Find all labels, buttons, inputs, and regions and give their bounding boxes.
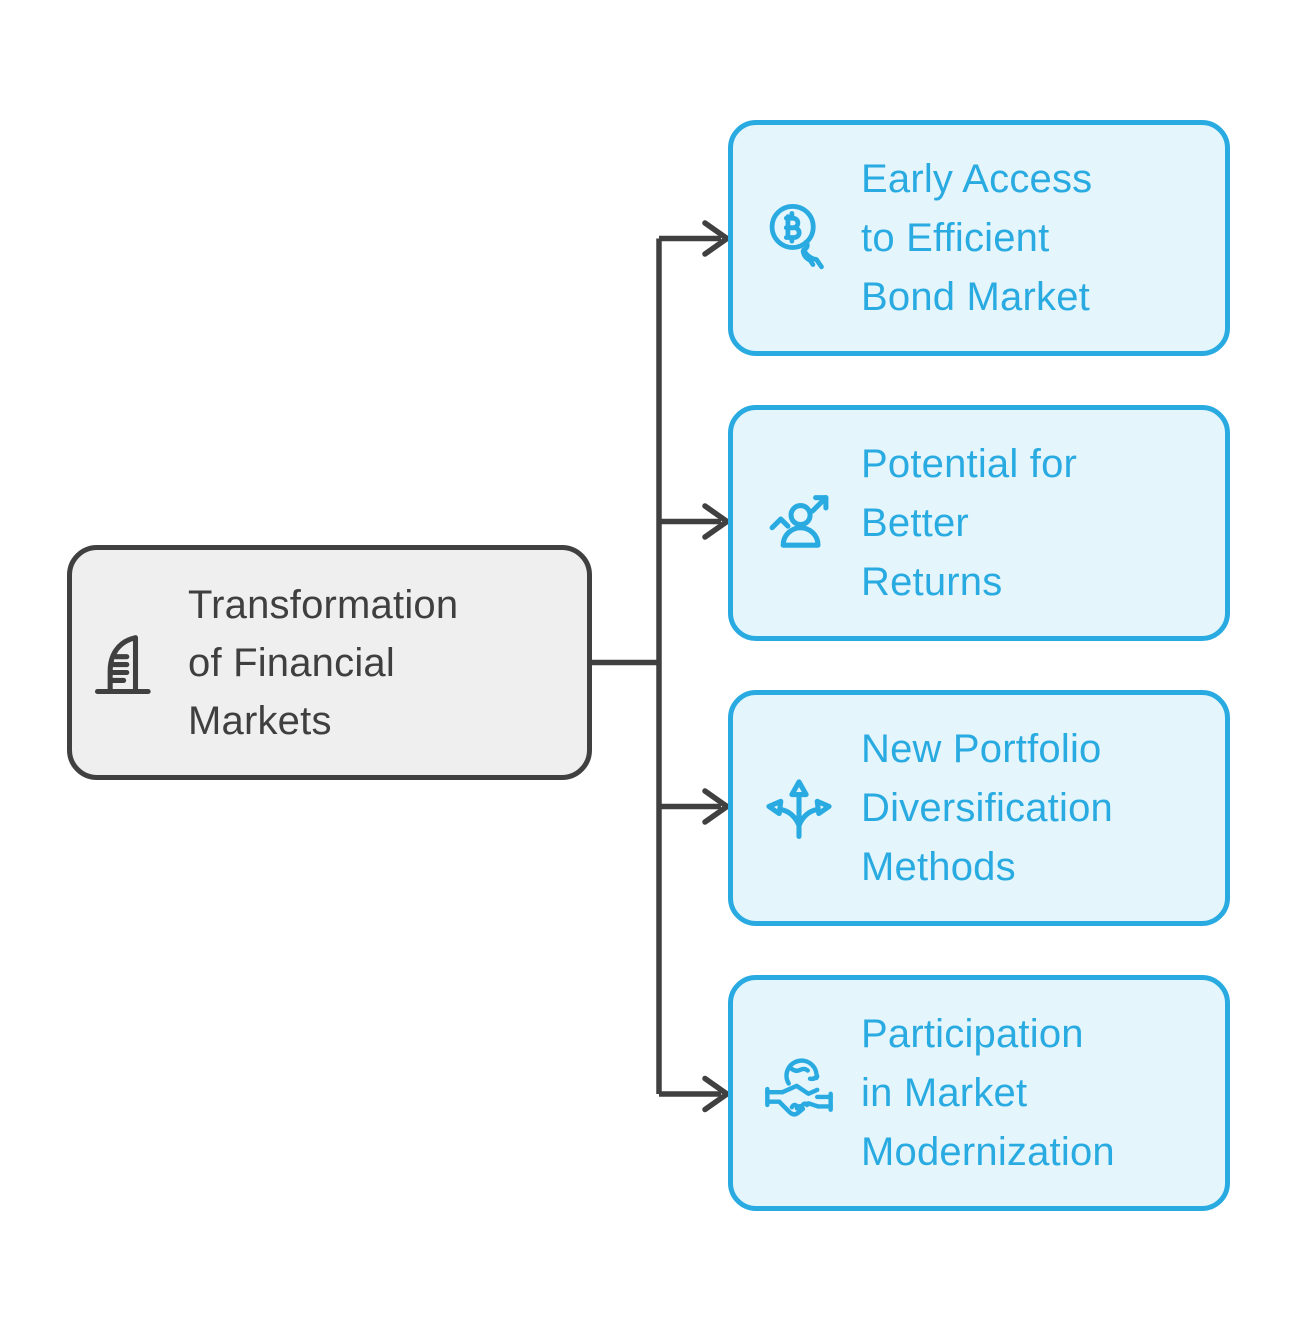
building-icon [88, 625, 164, 701]
handshake-globe-icon [761, 1055, 837, 1131]
root-node-transformation: Transformation of Financial Markets [67, 545, 592, 780]
child-node-label: New Portfolio Diversification Methods [861, 726, 1113, 889]
person-growth-icon [761, 485, 837, 561]
child-node-label: Early Access to Efficient Bond Market [861, 156, 1093, 319]
child-node-label: Potential for Better Returns [861, 441, 1078, 604]
arrowhead-icon [702, 220, 730, 257]
arrowhead-icon [702, 1075, 730, 1113]
child-node-better-returns: Potential for Better Returns [728, 405, 1230, 641]
arrowhead-icon [702, 503, 730, 540]
bitcoin-search-icon [761, 200, 837, 276]
root-node-label: Transformation of Financial Markets [188, 582, 459, 743]
arrowhead-icon [702, 788, 730, 825]
child-node-label: Participation in Market Modernization [861, 1011, 1115, 1174]
child-node-diversification: New Portfolio Diversification Methods [728, 690, 1230, 926]
child-node-modernization: Participation in Market Modernization [728, 975, 1230, 1211]
branching-arrows-icon [761, 770, 837, 846]
child-node-bond-market: Early Access to Efficient Bond Market [728, 120, 1230, 356]
